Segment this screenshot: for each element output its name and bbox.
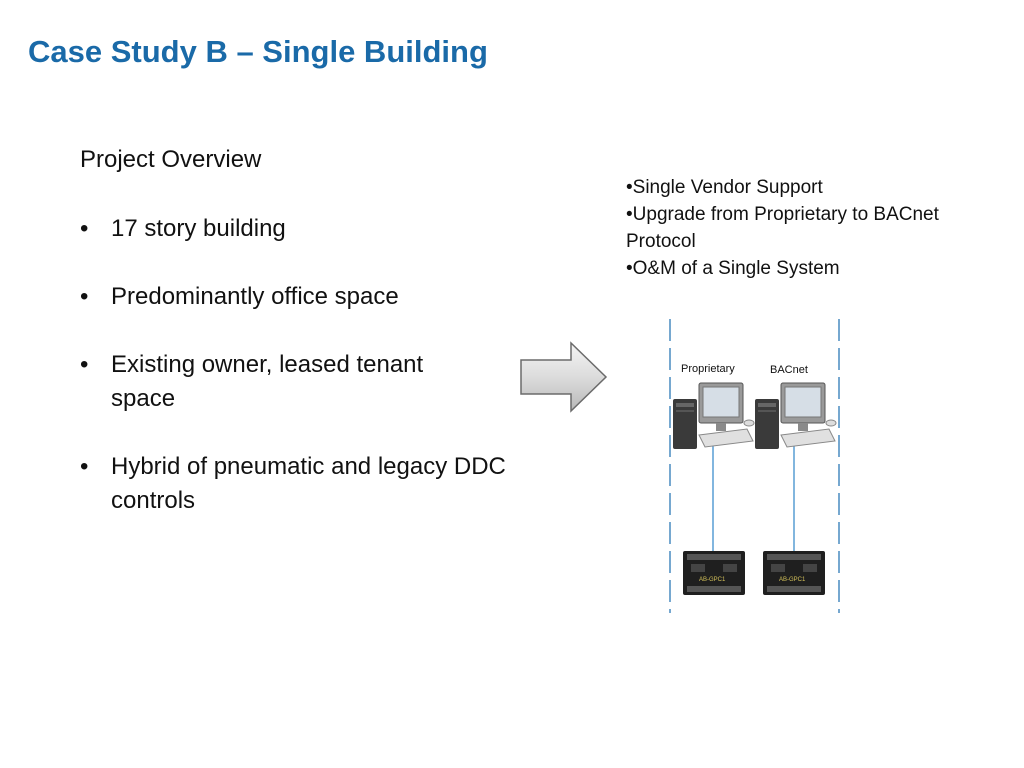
network-diagram-graphic: AB-GPC1 AB-GPC1 (669, 319, 840, 613)
workstation-icon (755, 382, 837, 449)
bullet-glyph: • (80, 351, 89, 378)
benefit-item: •Single Vendor Support (626, 177, 823, 198)
bullet-glyph: • (80, 283, 89, 310)
workstation-icon (673, 382, 755, 449)
controller-board-icon: AB-GPC1 (763, 551, 825, 595)
benefit-item: •O&M of a Single System (626, 258, 840, 279)
right-arrow-icon (520, 341, 608, 413)
overview-bullet: • Predominantly office space (80, 280, 530, 314)
benefits-list: •Single Vendor Support •Upgrade from Pro… (626, 174, 946, 282)
controller-board-icon: AB-GPC1 (683, 551, 745, 595)
overview-bullet-list: • 17 story building • Predominantly offi… (80, 212, 530, 552)
benefit-item: •Upgrade from Proprietary to BACnet Prot… (626, 204, 939, 252)
overview-bullet: • Existing owner, leased tenant space (80, 348, 491, 416)
overview-bullet: • 17 story building (80, 212, 530, 246)
overview-bullet-text: Existing owner, leased tenant space (111, 351, 424, 412)
slide-title: Case Study B – Single Building (28, 34, 488, 69)
proprietary-label: Proprietary (681, 363, 735, 375)
bullet-glyph: • (80, 215, 89, 242)
overview-heading: Project Overview (80, 146, 262, 173)
bacnet-label: BACnet (770, 364, 808, 376)
overview-bullet: • Hybrid of pneumatic and legacy DDC con… (80, 450, 530, 518)
overview-bullet-text: Predominantly office space (111, 283, 399, 310)
controller-label: AB-GPC1 (779, 577, 806, 583)
overview-bullet-text: 17 story building (111, 215, 286, 242)
overview-bullet-text: Hybrid of pneumatic and legacy DDC contr… (111, 453, 506, 514)
bullet-glyph: • (80, 453, 89, 480)
network-diagram: AB-GPC1 AB-GPC1 Proprietary BACnet (655, 315, 855, 615)
controller-label: AB-GPC1 (699, 577, 726, 583)
